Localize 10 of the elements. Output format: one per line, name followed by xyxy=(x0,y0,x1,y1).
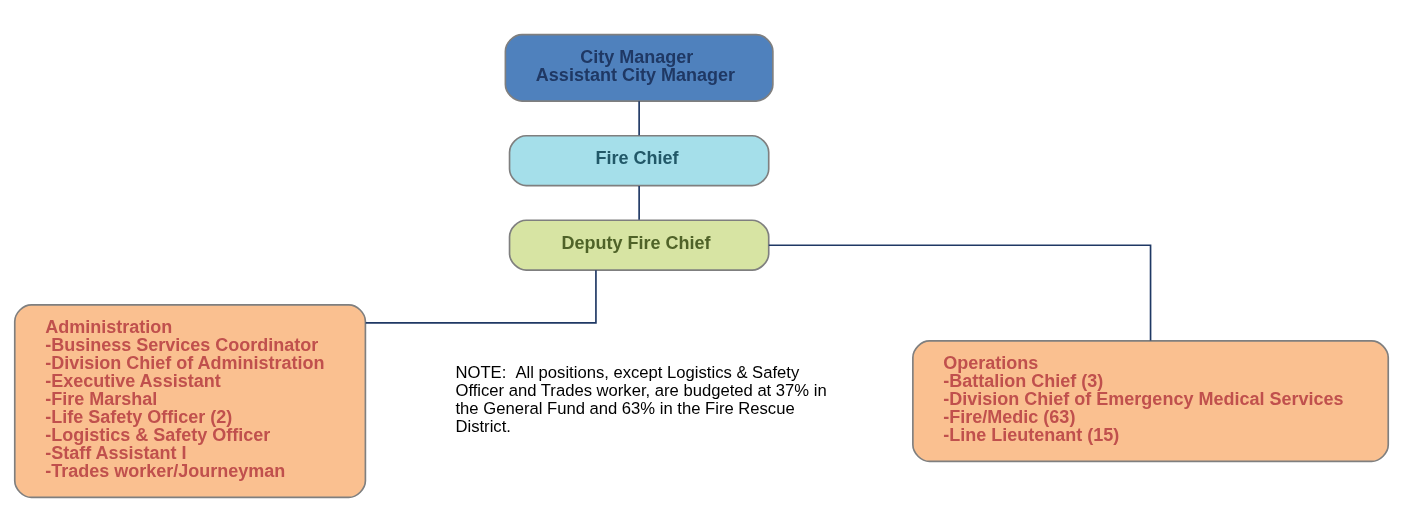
connector xyxy=(638,100,640,136)
label: NOTE: All positions, except Logistics & Safety Officer and Trades worker, are budgeted at 37% in the General Fund and 63% in the Fire Rescue District. xyxy=(455,362,827,436)
node-box: Deputy Fire Chief xyxy=(508,218,770,271)
node-box: Administration -Business Services Coordinator -Division Chief of Administration -Executive Assistant -Fire Marshal -Life Safety Officer (2) -Logistics & Safety Officer -Staff Assistant I -Trades worker/Journeyman xyxy=(13,303,367,498)
connector xyxy=(364,268,597,324)
node-box: Operations -Battalion Chief (3) -Division Chief of Emergency Medical Services -Fire/Medic (63) -Line Lieutenant (15) xyxy=(912,339,1390,462)
node-box: City Manager Assistant City Manager xyxy=(504,33,774,102)
node-box: Fire Chief xyxy=(508,134,770,186)
connector xyxy=(638,184,640,221)
connector xyxy=(768,243,1152,341)
